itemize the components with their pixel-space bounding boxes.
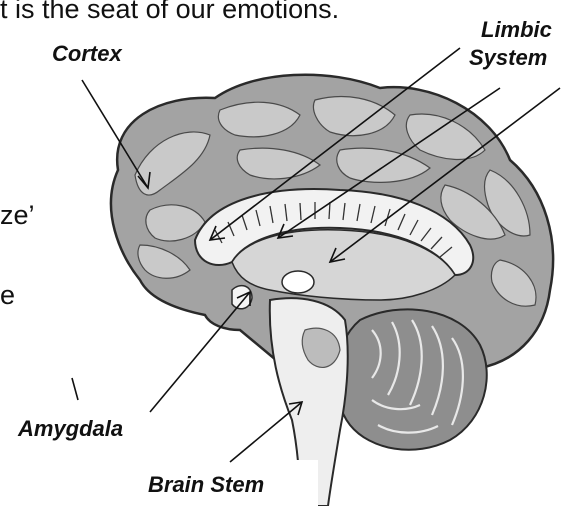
brain-stem-arrow	[230, 402, 302, 462]
amygdala-label: Amygdala	[18, 417, 123, 440]
amygdala-structure	[232, 286, 252, 309]
limbic-label-line1: Limbic	[481, 18, 552, 41]
thalamus	[282, 271, 314, 293]
limbic-label-line2: System	[469, 46, 547, 69]
cortex-label: Cortex	[52, 42, 122, 65]
stray-tick	[72, 378, 78, 400]
brain-stem-label: Brain Stem	[148, 473, 264, 496]
cerebellum	[336, 309, 487, 449]
